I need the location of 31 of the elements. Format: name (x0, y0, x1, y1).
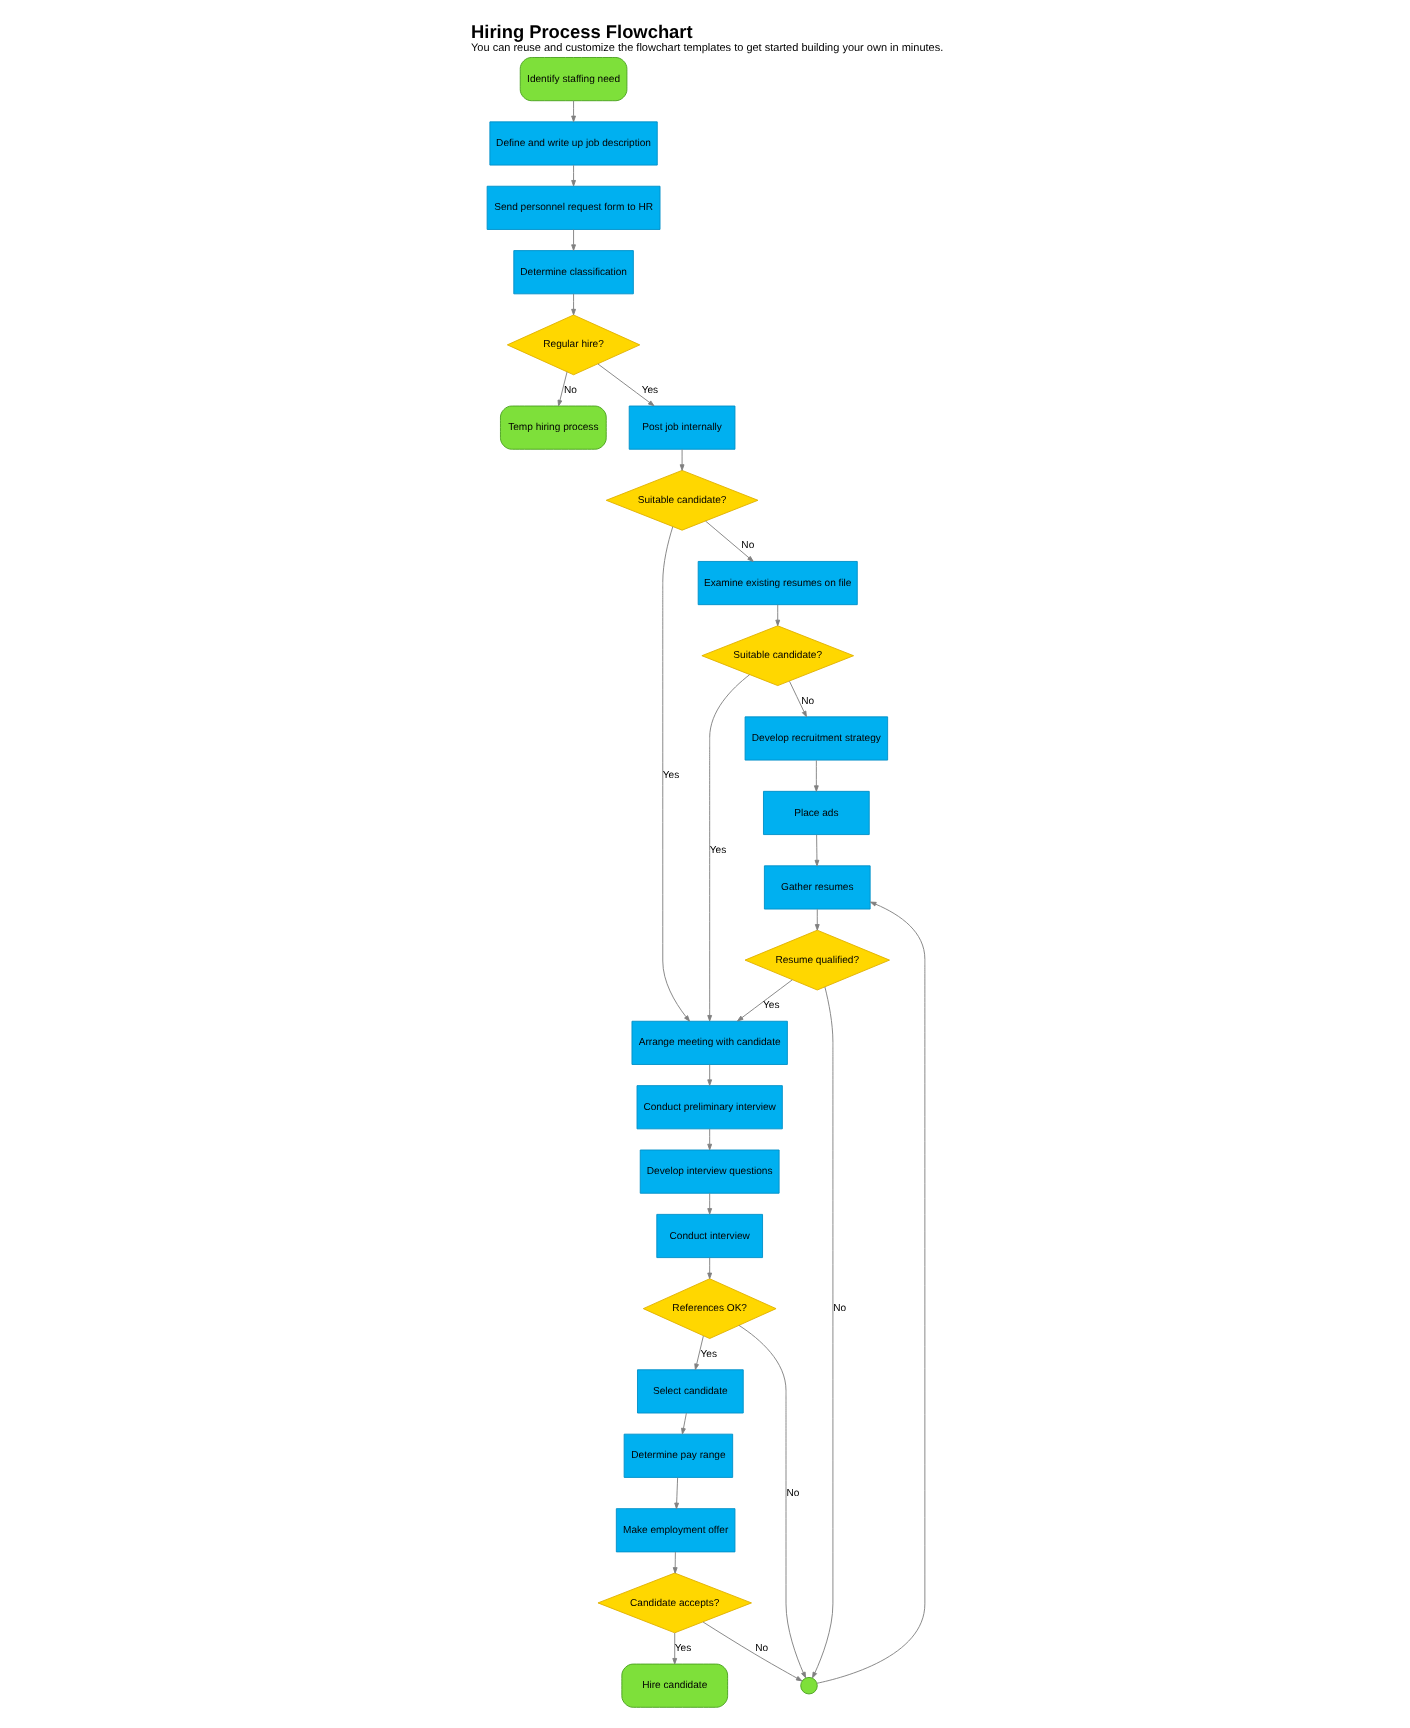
arrow (680, 1412, 686, 1435)
arrow (570, 100, 575, 123)
arrow (812, 759, 818, 792)
arrow (736, 979, 792, 1022)
arrow (661, 526, 689, 1022)
arrow (556, 371, 567, 407)
arrow (704, 520, 753, 562)
arrow (570, 164, 575, 187)
arrow (701, 1621, 802, 1682)
arrow (737, 1324, 806, 1679)
arrow (671, 1632, 677, 1665)
arrow (706, 1128, 712, 1151)
arrow (788, 680, 806, 718)
arrow (570, 229, 575, 251)
arrow (678, 448, 684, 471)
arrow (774, 604, 780, 627)
arrow (706, 1257, 712, 1280)
arrow (815, 901, 925, 1684)
diagram-title: Hiring Process Flowchart (470, 22, 692, 43)
arrow (673, 1477, 679, 1510)
arrow (811, 986, 833, 1679)
arrow (706, 1064, 712, 1086)
arrow (813, 908, 819, 931)
arrow (813, 834, 819, 867)
arrow (706, 674, 750, 1022)
arrow (693, 1335, 703, 1371)
arrow (706, 1192, 712, 1215)
node-circle (799, 1676, 817, 1695)
arrow (570, 293, 575, 316)
arrow (671, 1551, 677, 1574)
arrow (596, 363, 654, 407)
